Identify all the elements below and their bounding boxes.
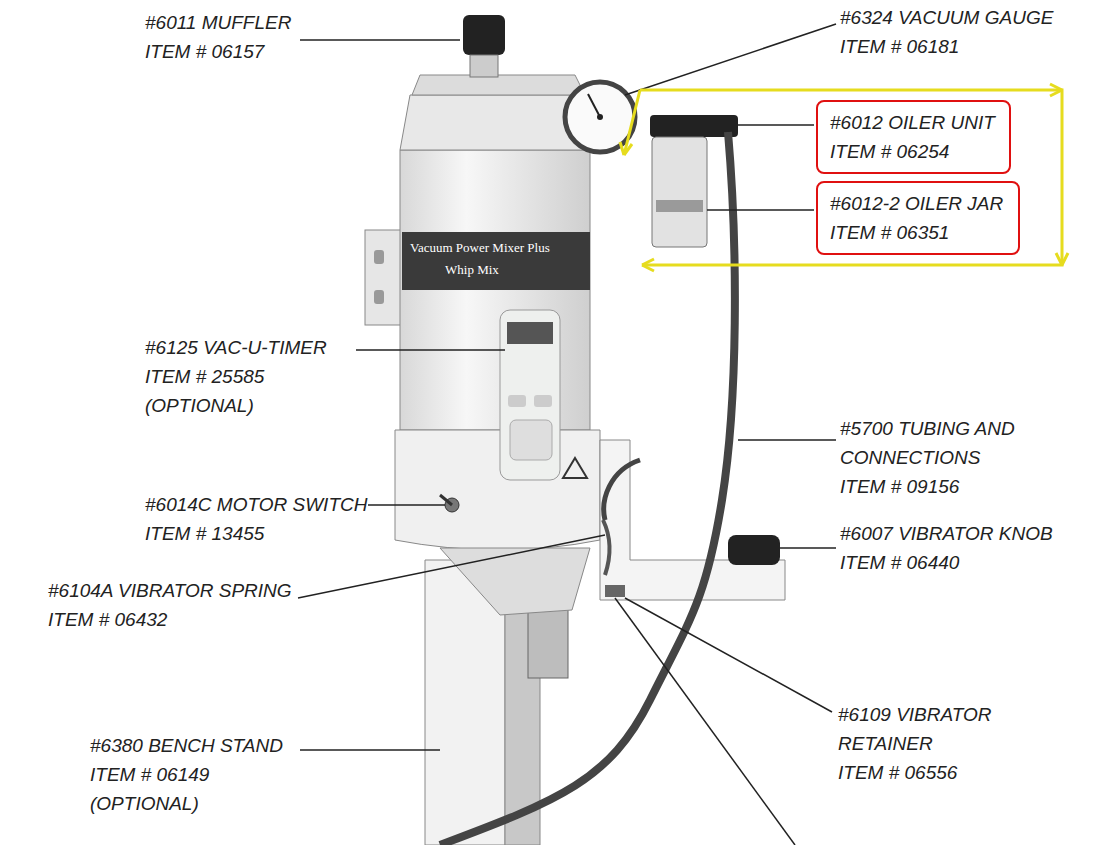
vacuum-gauge [565,82,635,152]
switch-toggle [440,495,452,505]
leader-line [738,124,814,126]
part-label: #6109 VIBRATOR RETAINER ITEM # 06556 [838,700,992,787]
gauge-needle [588,94,600,117]
leader-line [738,439,836,441]
leader-line [615,598,795,845]
vibrator-knob [728,535,780,565]
part-label: #6012 OILER UNIT ITEM # 06254 [830,108,997,166]
arrow-head [620,142,632,155]
leader-line [780,547,836,549]
leader-lines [298,24,836,845]
highlight-bracket [620,84,1068,271]
arrow-head [1056,253,1068,265]
arrow-head [1050,84,1062,96]
part-label: #5700 TUBING AND CONNECTIONS ITEM # 0915… [840,414,1015,501]
leader-line [368,504,445,506]
arrow-head [642,259,654,271]
muffler-stem [470,55,498,77]
timer-button [508,395,526,407]
leader-line [298,535,605,598]
part-label: #6104A VIBRATOR SPRING ITEM # 06432 [48,576,292,634]
part-label: #6380 BENCH STAND ITEM # 06149 (OPTIONAL… [90,731,283,818]
brand-name: Whip Mix [445,262,499,278]
part-label: #6012-2 OILER JAR ITEM # 06351 [830,189,1006,247]
part-label: #6324 VACUUM GAUGE ITEM # 06181 [840,3,1053,61]
timer-button [534,395,552,407]
vibrator-retainer [605,585,625,597]
timer-button [510,420,552,460]
leader-line [625,24,836,95]
product-name: Vacuum Power Mixer Plus [410,240,550,256]
bracket-slot [374,290,384,304]
bracket-path [640,90,1062,265]
gauge-hub [597,114,603,120]
leader-line [300,749,440,751]
part-label: #6011 MUFFLER ITEM # 06157 [145,8,291,66]
oiler-jar-label [656,200,703,212]
callout-box: #6012 OILER UNIT ITEM # 06254 [816,100,1011,174]
leader-line [707,209,814,211]
callout-box: #6012-2 OILER JAR ITEM # 06351 [816,181,1020,255]
part-label: #6007 VIBRATOR KNOB ITEM # 06440 [840,519,1053,577]
timer-panel [500,310,560,480]
tubing-connection [604,460,640,520]
leader-line [356,349,505,351]
vibrator-spring [603,520,610,575]
wall-bracket [365,230,405,325]
part-label: #6014C MOTOR SWITCH ITEM # 13455 [145,490,367,548]
warning-symbol [563,458,587,478]
nameplate [402,232,590,290]
motor-collar [395,430,600,550]
part-label: #6125 VAC-U-TIMER ITEM # 25585 (OPTIONAL… [145,333,327,420]
vibrator-arm [600,440,785,600]
muffler [463,15,505,55]
bracket-slot [374,250,384,264]
motor-base [440,548,590,615]
tubing [440,132,735,845]
leader-line [300,39,460,41]
motor-body [400,150,590,430]
top-manifold [412,75,585,95]
oiler-jar [652,137,707,247]
timer-display [507,322,553,344]
